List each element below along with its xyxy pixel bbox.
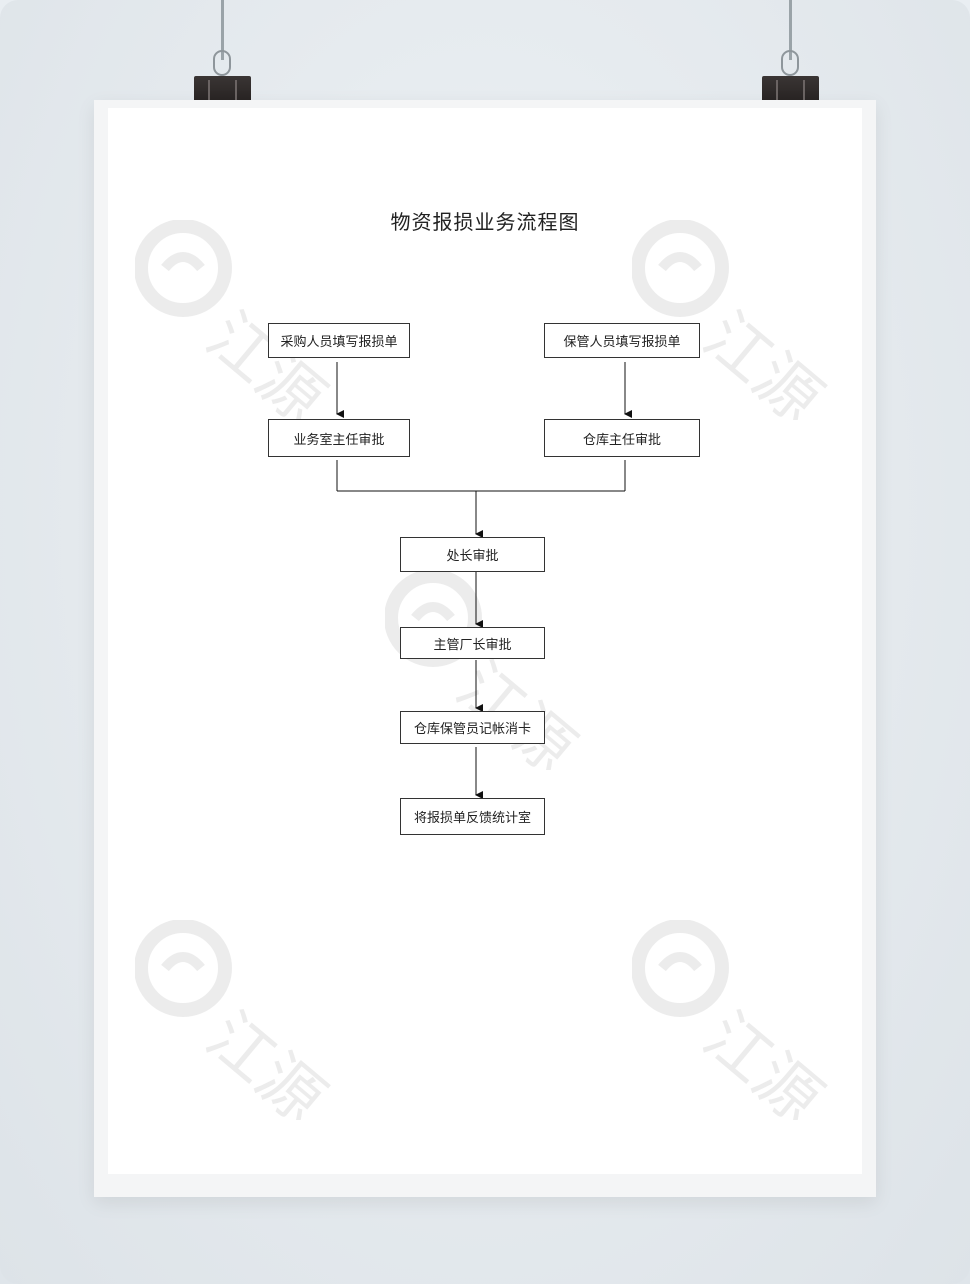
flow-node-keeper-bookkeeping: 仓库保管员记帐消卡 xyxy=(400,711,545,744)
flow-node-warehouse-director-approval: 仓库主任审批 xyxy=(544,419,700,457)
clip-ring-left xyxy=(213,50,231,76)
clip-ring-right xyxy=(781,50,799,76)
flow-node-office-director-approval: 业务室主任审批 xyxy=(268,419,410,457)
flow-node-section-chief-approval: 处长审批 xyxy=(400,537,545,572)
flow-node-keeper-report: 保管人员填写报损单 xyxy=(544,323,700,358)
hanging-wire-right xyxy=(789,0,792,60)
diagram-title: 物资报损业务流程图 xyxy=(390,210,580,234)
flow-node-feedback-statistics: 将报损单反馈统计室 xyxy=(400,798,545,835)
flow-node-purchase-report: 采购人员填写报损单 xyxy=(268,323,410,358)
hanging-wire-left xyxy=(221,0,224,60)
flow-node-factory-manager-approval: 主管厂长审批 xyxy=(400,627,545,659)
